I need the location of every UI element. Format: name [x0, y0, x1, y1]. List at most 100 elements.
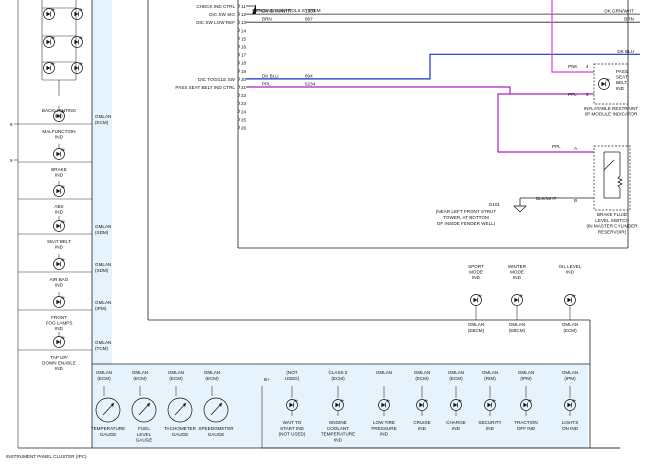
label-line: CHARGE — [446, 420, 466, 425]
led-ray — [80, 62, 83, 66]
led-triangle — [56, 188, 61, 194]
label-line: (SDM) — [95, 230, 109, 235]
fog-lamp-led-icon — [53, 296, 65, 308]
label-line: LOW TIRE — [373, 420, 395, 425]
gauge-needle-tip — [183, 403, 186, 407]
led-ray — [52, 36, 55, 40]
label-line: (TCM) — [95, 346, 108, 351]
upper-indicator-led-icon — [564, 294, 576, 306]
led-triangle — [74, 65, 79, 71]
backlight-led-icon — [71, 8, 83, 20]
gauge-bus: GMLAN(ECM) — [204, 370, 220, 381]
ground-icon — [513, 205, 527, 213]
led-ray — [520, 294, 523, 298]
led-ray — [386, 399, 389, 402]
label-line: SPORT — [468, 264, 484, 269]
wire-color-label: BRN — [262, 17, 272, 22]
bottom-indicator-bus: GMLAN(ECM) — [448, 370, 464, 381]
led-ray — [573, 399, 576, 403]
led-triangle — [46, 39, 51, 45]
label-line: MODE — [469, 270, 483, 275]
bottom-indicator-bus: CLASS 2(ECM) — [329, 370, 348, 381]
label-line: FUEL — [138, 426, 150, 431]
label-line: IND — [55, 173, 64, 178]
led-triangle — [56, 113, 61, 119]
label-line: IND — [334, 437, 343, 442]
label-line: FOG LAMPS — [46, 321, 73, 326]
label-line: BELT — [616, 80, 627, 85]
label-line: PNK — [568, 64, 578, 69]
label-line: BRAKE — [51, 167, 67, 172]
label-line: PASS SEAT BELT IND CTRL — [175, 85, 235, 90]
label-line: (ECM) — [205, 376, 219, 381]
label-line: IND — [566, 270, 575, 275]
led-ray — [528, 399, 531, 402]
label-line: (EBCM) — [468, 328, 485, 333]
gauge-icon — [95, 397, 121, 423]
led-ray — [79, 62, 82, 65]
connector-pin-arc — [237, 60, 240, 65]
seat-belt-led-icon — [53, 220, 65, 232]
cluster-caption: INSTRUMENT PANEL CLUSTER (IPC) — [6, 454, 87, 459]
left-indicator-bus: GMLAN(SDM) — [95, 262, 111, 273]
wire-color-label: PPL — [262, 82, 271, 87]
led-ray — [478, 294, 481, 297]
led-triangle — [487, 402, 492, 408]
label-line: 9 — [10, 122, 13, 127]
upper-indicator-bus: GMLAN(EBCM) — [509, 322, 526, 333]
connector-pin-arc — [237, 76, 240, 82]
wire-ppl-seatbelt — [246, 86, 594, 95]
upper-indicator-bus: GMLAN(ECM) — [562, 322, 578, 333]
label-line: LEVEL SWITCH — [595, 218, 629, 223]
gauge-face — [167, 397, 193, 423]
connector-pin-label: CHECK IND CTRL — [196, 4, 235, 9]
label-line: LEVEL — [137, 432, 152, 437]
led-triangle — [453, 402, 458, 408]
led-ray — [61, 258, 64, 261]
connector-pin-number: 17 — [241, 53, 247, 58]
label-line: 16 — [241, 45, 247, 50]
left-indicator-bus: GMLAN(IPM) — [95, 300, 111, 311]
led-triangle — [46, 65, 51, 71]
led-circle — [71, 36, 83, 48]
connector-pin-number: 15 — [241, 36, 247, 41]
led-ray — [61, 296, 64, 299]
label-line: (ECM) — [133, 376, 147, 381]
label-line: DK GRN/WHT — [604, 9, 634, 14]
connector-pin-number: 24 — [241, 109, 247, 114]
label-line: INSTRUMENT PANEL CLUSTER (IPC) — [6, 454, 87, 459]
connector-pin-arc — [237, 68, 240, 74]
label-line: OFF IND — [517, 426, 536, 431]
label-line: B — [574, 198, 577, 203]
led-triangle — [523, 402, 528, 408]
label-line: ABS — [54, 204, 63, 209]
label-line: 5 — [586, 92, 589, 97]
led-ray — [61, 336, 64, 339]
connector-pin-arc — [237, 44, 240, 49]
brake-fluid-wire-a: PPL — [552, 144, 561, 149]
label-line: (ECM) — [97, 376, 111, 381]
led-triangle — [289, 402, 294, 408]
connector-pin-arc — [237, 100, 240, 106]
wire-pnk — [551, 0, 594, 73]
led-ray — [425, 399, 428, 403]
led-triangle — [74, 11, 79, 17]
connector-pin-arc — [237, 19, 240, 25]
connector-pin-arc — [237, 117, 240, 122]
backlight-led-icon — [43, 36, 55, 48]
label-line: GAUGE — [100, 432, 117, 437]
label-line: GAUGE — [172, 432, 189, 437]
label-line: WINTER — [508, 264, 527, 269]
connector-pin-number: 26 — [241, 126, 247, 131]
led-ray — [62, 220, 65, 224]
label-line: GMLAN — [95, 114, 111, 119]
label-line: OF INSIDE FENDER WELL) — [437, 221, 496, 226]
led-ray — [62, 185, 65, 189]
led-triangle — [335, 402, 340, 408]
led-triangle — [56, 339, 61, 345]
